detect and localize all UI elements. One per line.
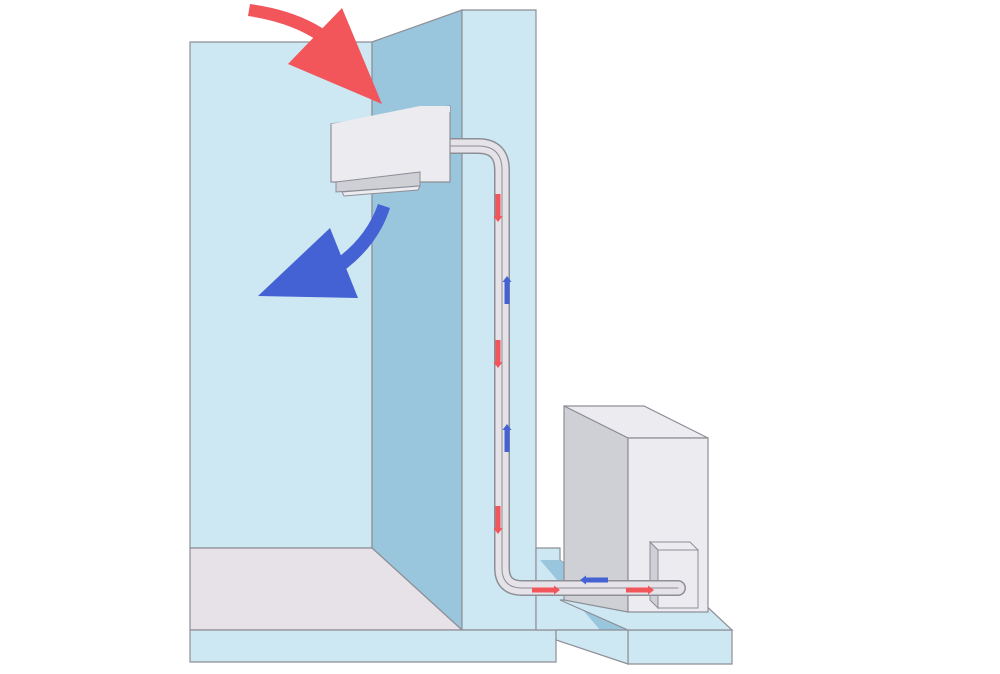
warm-arrow-head <box>288 8 382 104</box>
flow-arrow-down-icon <box>493 340 503 368</box>
indoor-unit-top <box>331 106 450 128</box>
warm-arrow-shaft <box>248 4 356 68</box>
flow-arrow-down-icon <box>493 506 503 534</box>
refrigerant-lines <box>416 138 686 596</box>
flow-arrow-left-icon <box>580 575 608 585</box>
flow-arrow-right-icon <box>626 585 654 595</box>
flow-arrow-up-icon <box>502 424 512 452</box>
valve-box-front <box>657 549 699 609</box>
flow-arrow-down-icon <box>493 194 503 222</box>
cool-arrow-head <box>258 228 358 298</box>
valve-box-side <box>649 540 659 610</box>
corner-wall-shade <box>371 9 463 632</box>
pad-side <box>555 629 629 665</box>
pipe-divider <box>423 145 679 589</box>
indoor-unit <box>330 105 451 197</box>
indoor-unit-vane <box>341 185 421 197</box>
pad-front <box>627 629 733 665</box>
pipe-flow-arrows <box>493 194 654 595</box>
cool-air-outlet-arrow <box>258 204 390 298</box>
warm-air-intake-arrow <box>248 4 382 104</box>
flow-arrow-right-icon <box>532 585 560 595</box>
floor-base-slab <box>189 629 557 663</box>
outdoor-unit <box>563 405 709 613</box>
flow-arrow-up-icon <box>502 276 512 304</box>
